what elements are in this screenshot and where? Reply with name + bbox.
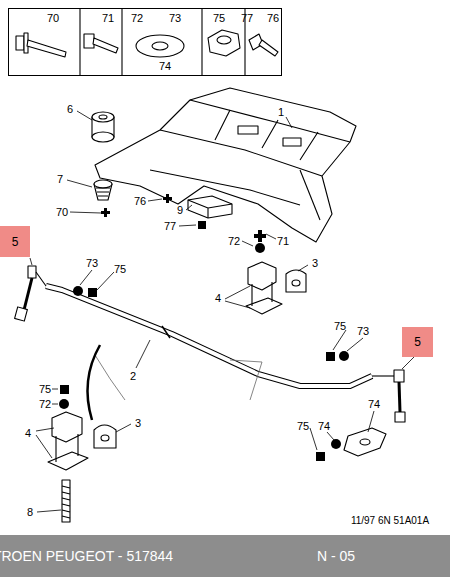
clamp-lower xyxy=(48,412,116,470)
part-number: 77 xyxy=(241,13,253,24)
callout-number: 5 xyxy=(414,336,421,348)
hardware-symbols xyxy=(59,194,349,461)
anti-roll-bar xyxy=(46,286,372,386)
leader-lines xyxy=(30,111,414,512)
callout-number: 77 xyxy=(164,221,176,232)
washer-72 xyxy=(136,35,184,57)
part-number: 72 xyxy=(131,13,143,24)
clamp-upper xyxy=(246,262,306,314)
footer-band: CITROEN PEUGEOT - 517844 N - 05 xyxy=(0,535,450,577)
callout-number: 4 xyxy=(25,428,31,439)
part-number: 76 xyxy=(267,13,279,24)
callout-number: 3 xyxy=(312,258,318,269)
part-number: 74 xyxy=(159,61,171,72)
callout-number: 75 xyxy=(39,384,51,395)
callout-number: 6 xyxy=(67,104,73,115)
stud-8 xyxy=(62,480,70,522)
callout-number: 75 xyxy=(334,321,346,332)
callout-number: 2 xyxy=(130,371,136,382)
bushing-6 xyxy=(92,112,114,142)
bolt-71 xyxy=(84,34,118,53)
callout-number: 74 xyxy=(368,399,380,410)
nut-75 xyxy=(208,30,240,56)
footer-text: CITROEN PEUGEOT - 517844 xyxy=(0,549,173,563)
callout-number: 75 xyxy=(297,421,309,432)
link-left xyxy=(15,266,46,321)
part-number: 75 xyxy=(213,13,225,24)
bushing-7 xyxy=(94,180,112,200)
callout-number: 73 xyxy=(86,258,98,269)
block-9 xyxy=(188,196,232,218)
hardware-box: 70 71 72 73 75 77 76 74 xyxy=(8,8,282,76)
part-number: 73 xyxy=(169,13,181,24)
callout-number: 3 xyxy=(135,418,141,429)
callout-number: 9 xyxy=(177,205,183,216)
callout-number: 71 xyxy=(277,236,289,247)
callout-number: 74 xyxy=(318,421,330,432)
callout-number: 8 xyxy=(27,507,33,518)
hardware-dividers xyxy=(80,9,245,75)
callout-number: 5 xyxy=(12,236,19,248)
callout-number: 1 xyxy=(278,107,284,118)
callout-number: 76 xyxy=(134,196,146,207)
callout-number: 4 xyxy=(215,293,221,304)
callout-box: 5 xyxy=(0,226,30,257)
subframe xyxy=(95,88,356,242)
callout-number: 72 xyxy=(228,236,240,247)
callout-box: 5 xyxy=(402,327,433,357)
part-number: 71 xyxy=(102,13,114,24)
link-right xyxy=(372,370,405,422)
callout-number: 7 xyxy=(57,174,63,185)
callout-number: 72 xyxy=(39,399,51,410)
callout-number: 70 xyxy=(56,207,68,218)
bolt-70 xyxy=(16,33,66,57)
bracket-right xyxy=(344,428,386,456)
screw-76 xyxy=(249,34,278,56)
footer-text: N - 05 xyxy=(317,549,355,563)
callout-number: 73 xyxy=(357,326,369,337)
part-number: 70 xyxy=(47,13,59,24)
drawing-reference: 11/97 6N 51A01A xyxy=(351,516,429,526)
callout-number: 75 xyxy=(114,264,126,275)
